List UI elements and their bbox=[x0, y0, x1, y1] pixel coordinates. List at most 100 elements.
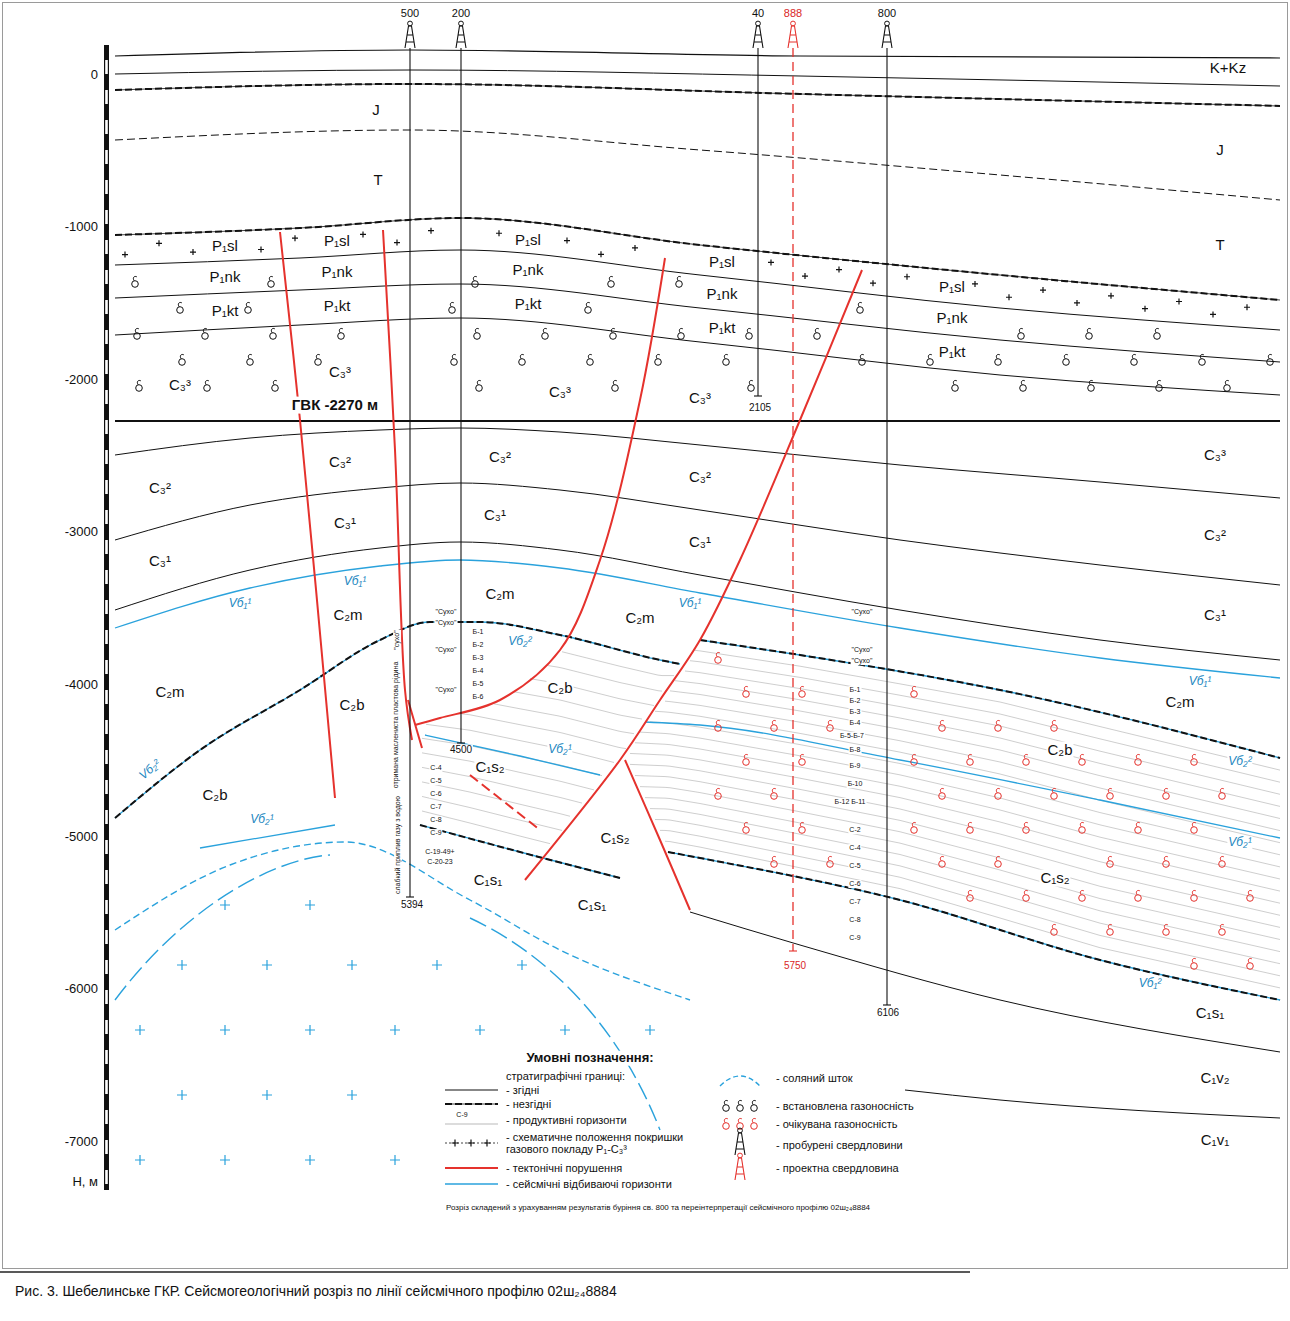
gas-symbol bbox=[608, 276, 615, 287]
pattern-symbols bbox=[122, 228, 1273, 1165]
productive-horizon bbox=[650, 809, 1280, 952]
productive-horizon bbox=[655, 820, 1280, 964]
well-cap bbox=[459, 21, 464, 26]
gas-symbol bbox=[472, 276, 479, 287]
seismic-horizon bbox=[645, 722, 1280, 838]
gas-symbol bbox=[1079, 822, 1086, 833]
legend-text: - сейсмічні відбиваючі горизонти bbox=[505, 1178, 673, 1190]
productive-horizon bbox=[530, 679, 654, 706]
gas-symbol bbox=[1079, 754, 1086, 765]
cap-rock-cross bbox=[1074, 300, 1080, 306]
productive-horizon bbox=[422, 811, 550, 844]
legend-sample bbox=[484, 1140, 491, 1147]
gas-symbol bbox=[1131, 354, 1138, 365]
depth-tick: -5000 bbox=[64, 830, 99, 845]
horizon-label: Vб₂² bbox=[136, 757, 164, 784]
salt-cross bbox=[262, 960, 272, 970]
ground-surface bbox=[115, 50, 1280, 58]
strata-label: T bbox=[372, 172, 383, 189]
axis-gap bbox=[105, 540, 108, 554]
conformable-boundary bbox=[905, 1090, 1280, 1118]
productive-horizon bbox=[660, 830, 1280, 975]
strata-label: C₁s₁ bbox=[473, 872, 503, 889]
unconformity bbox=[115, 218, 1280, 300]
horizon-label: Vб₁¹ bbox=[1188, 675, 1213, 688]
well-cap bbox=[738, 1128, 743, 1133]
well-number: 888 bbox=[783, 7, 803, 19]
gas-symbol bbox=[967, 890, 974, 901]
strata-label: C₁s₂ bbox=[599, 830, 630, 847]
log-note: "Сухо" bbox=[851, 608, 874, 616]
salt-cross bbox=[262, 1090, 272, 1100]
gas-symbol bbox=[1191, 822, 1198, 833]
gas-symbol bbox=[1051, 788, 1058, 799]
axis-gap bbox=[105, 900, 108, 914]
gas-symbol bbox=[1191, 958, 1198, 969]
axis-gap bbox=[105, 810, 108, 824]
gas-symbol bbox=[814, 328, 821, 339]
log-note: "сухо" bbox=[393, 629, 401, 650]
depth-tick: -4000 bbox=[64, 678, 99, 693]
depth-tick: -3000 bbox=[64, 525, 99, 540]
depth-tick: 0 bbox=[90, 68, 99, 83]
strata-label: C₃³ bbox=[688, 390, 712, 407]
well-cap bbox=[408, 21, 413, 26]
gas-symbol bbox=[799, 686, 806, 697]
legend-sample bbox=[720, 1076, 760, 1086]
unconformity bbox=[420, 825, 620, 878]
log-note: С-5 bbox=[429, 777, 442, 785]
well-bore bbox=[409, 48, 410, 897]
axis-gap bbox=[105, 210, 108, 224]
gas-symbol bbox=[995, 856, 1002, 867]
axis-gap bbox=[105, 240, 108, 254]
gas-symbol bbox=[1156, 380, 1163, 391]
strata-label: P₁kt bbox=[323, 298, 352, 315]
gas-symbol bbox=[1051, 720, 1058, 731]
gas-symbol bbox=[136, 380, 143, 391]
axis-gap bbox=[105, 90, 108, 104]
unconformity bbox=[115, 622, 680, 818]
log-note: С-9 bbox=[455, 1111, 468, 1119]
strata-label: C₃³ bbox=[1203, 447, 1227, 464]
gas-symbol bbox=[751, 1100, 758, 1111]
gas-symbol bbox=[743, 686, 750, 697]
cap-rock-cross bbox=[564, 238, 570, 244]
horizon-label: Vб₂² bbox=[507, 635, 532, 648]
gas-symbol bbox=[1267, 354, 1274, 365]
gas-symbol bbox=[771, 788, 778, 799]
gas-symbol bbox=[827, 856, 834, 867]
axis-gap bbox=[105, 150, 108, 164]
well-derrick bbox=[788, 26, 798, 48]
legend-sample bbox=[445, 1104, 498, 1105]
salt-cross bbox=[347, 1090, 357, 1100]
cap-rock-cross bbox=[836, 267, 842, 273]
gas-symbol bbox=[177, 302, 184, 313]
productive-horizon bbox=[514, 692, 642, 719]
log-note: "Сухо" bbox=[435, 619, 458, 627]
well-bottom bbox=[406, 896, 414, 897]
cap-rock-cross bbox=[360, 231, 366, 237]
cap-rock-cross bbox=[598, 251, 604, 257]
strata-label: J bbox=[1215, 142, 1225, 159]
gas-symbol bbox=[939, 788, 946, 799]
gas-symbol bbox=[799, 754, 806, 765]
gas-symbol bbox=[132, 276, 139, 287]
productive-horizon bbox=[675, 681, 1280, 807]
gas-symbol bbox=[1135, 890, 1142, 901]
productive-horizon bbox=[494, 704, 634, 734]
log-note: "Сухо" bbox=[435, 646, 458, 654]
productive-horizon bbox=[462, 714, 626, 749]
salt-cross bbox=[560, 1025, 570, 1035]
depth-tick: -1000 bbox=[64, 220, 99, 235]
unconformity bbox=[420, 825, 620, 878]
strata-label: C₃² bbox=[148, 480, 172, 497]
salt-stock-outline bbox=[115, 842, 690, 1000]
log-note: Б-5 bbox=[472, 680, 485, 688]
strata-label: T bbox=[1214, 237, 1225, 254]
unconformity bbox=[115, 84, 1280, 106]
cap-rock-cross bbox=[1040, 287, 1046, 293]
frame-border bbox=[3, 3, 1288, 1269]
log-note: Б-4 bbox=[472, 667, 485, 675]
salt-cross bbox=[305, 1155, 315, 1165]
